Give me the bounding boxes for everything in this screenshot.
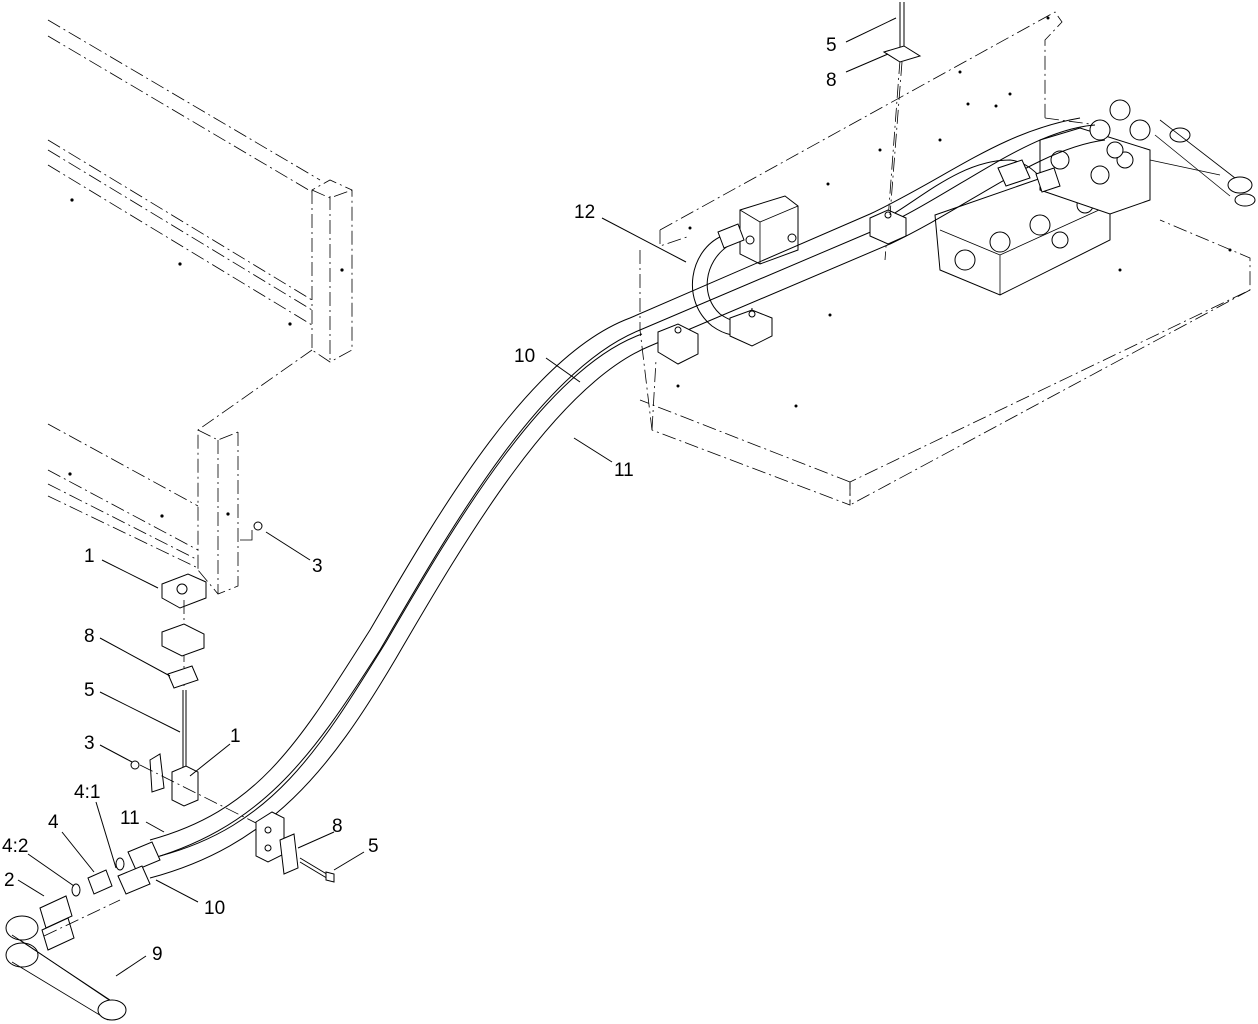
callout-8-top: 8 — [826, 70, 837, 91]
callout-2: 2 — [4, 870, 15, 891]
callout-10-mid: 10 — [514, 346, 535, 367]
left-frame — [47, 19, 353, 595]
callout-10-low: 10 — [204, 898, 225, 919]
hose-11 — [149, 117, 1081, 857]
callout-8-left: 8 — [84, 626, 95, 647]
lower-clamp-group — [130, 753, 335, 883]
callout-9: 9 — [152, 944, 163, 965]
valve-block-small — [739, 195, 799, 265]
control-valve-manifold — [934, 99, 1256, 296]
leader-lines — [17, 17, 897, 977]
callout-3-upper: 3 — [312, 556, 323, 577]
callout-4-1: 4:1 — [74, 782, 100, 803]
quick-couplers — [5, 841, 161, 1021]
callout-5-top: 5 — [826, 35, 837, 56]
callout-1-lower: 1 — [230, 726, 241, 747]
top-bolt-and-plate — [882, 2, 922, 216]
hose-clamps-right — [657, 209, 907, 365]
callout-5-right: 5 — [368, 836, 379, 857]
callout-1-upper: 1 — [84, 546, 95, 567]
right-tank-frame — [639, 11, 1251, 506]
upper-clamp-stack — [161, 573, 207, 779]
callout-labels: 5 8 12 10 11 3 1 8 5 3 1 4:1 11 8 5 4 4:… — [2, 35, 837, 965]
callout-4: 4 — [48, 812, 59, 833]
callout-8-right: 8 — [332, 816, 343, 837]
callout-4-2: 4:2 — [2, 836, 28, 857]
callout-11-low: 11 — [120, 808, 140, 829]
callout-3-lower: 3 — [84, 733, 95, 754]
callout-5-left: 5 — [84, 680, 95, 701]
hose-12 — [691, 159, 1061, 336]
hose-10 — [139, 124, 1106, 879]
callout-12: 12 — [574, 202, 595, 223]
callout-11-mid: 11 — [614, 460, 634, 481]
